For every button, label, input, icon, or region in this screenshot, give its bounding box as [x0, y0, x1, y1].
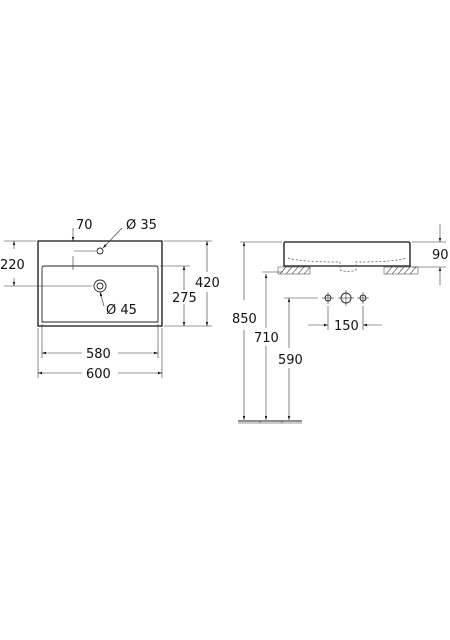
waste-inner [96, 282, 104, 290]
dim-outer-depth: 420 [195, 276, 220, 291]
dim-tap-hole: Ø 35 [126, 218, 157, 233]
waste-outer [93, 279, 107, 293]
dim-depth-left: 220 [0, 258, 25, 273]
dim-inner-width: 580 [86, 347, 111, 362]
basin-bowl-top [41, 265, 159, 323]
tap-hole [96, 247, 104, 255]
basin-outline-top [37, 240, 163, 327]
basin-profile [283, 241, 411, 267]
side-view: 90 850 710 590 [232, 224, 449, 424]
countertop [277, 266, 419, 275]
dim-outer-width: 600 [86, 367, 111, 382]
dim-height: 90 [432, 248, 449, 263]
dim-tap-offset: 70 [76, 218, 93, 233]
dim-floor-waste: 710 [254, 331, 279, 346]
dim-inner-depth: 275 [172, 291, 197, 306]
floor-line [238, 420, 302, 424]
top-view: 70 Ø 35 Ø 45 220 275 420 580 600 [0, 218, 220, 382]
dim-waste: Ø 45 [106, 303, 137, 318]
dim-tap-spacing: 150 [334, 319, 359, 334]
dim-floor-tap: 590 [278, 353, 303, 368]
connection-symbols [322, 290, 369, 306]
bowl-hidden-line [287, 257, 407, 272]
dim-floor-rim: 850 [232, 312, 257, 327]
